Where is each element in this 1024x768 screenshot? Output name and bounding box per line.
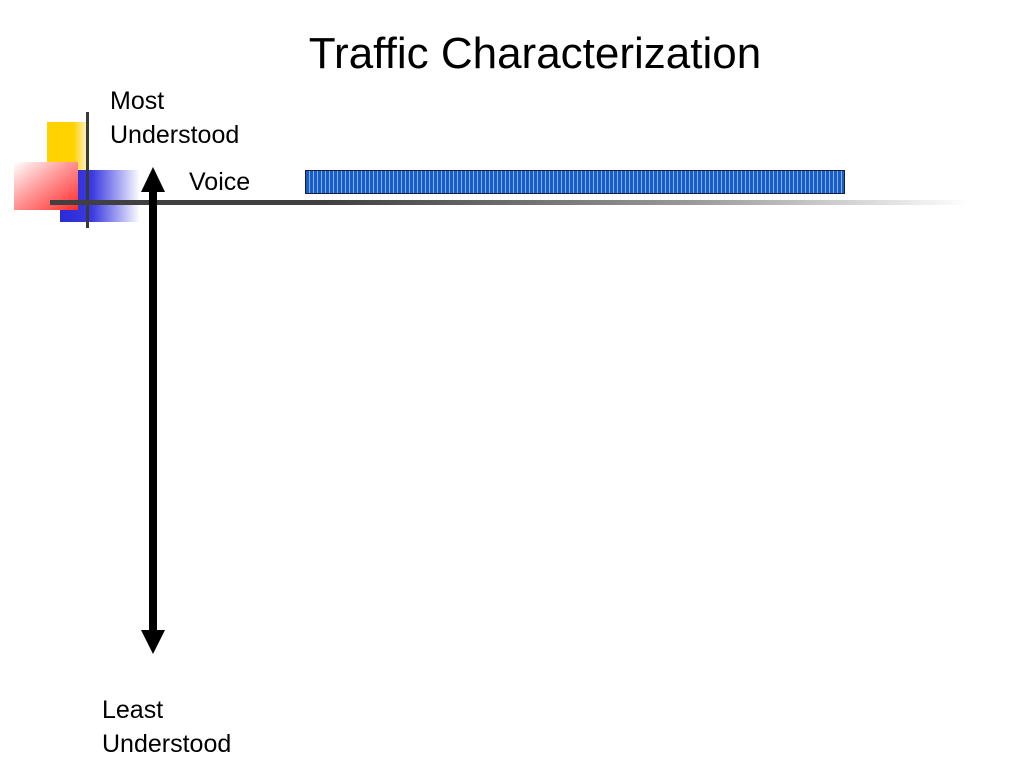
least-understood-label: Least Understood [102,693,231,761]
arrow-shaft [149,190,157,632]
arrow-head-bottom [141,630,165,654]
title-divider-line [50,200,970,205]
most-understood-line2: Understood [110,121,240,149]
voice-label: Voice [189,168,251,196]
decor-vertical-line [86,112,89,228]
arrow-head-top [141,167,165,192]
most-understood-label: Most Understood [110,84,239,152]
least-understood-line2: Understood [102,730,232,758]
voice-bar [305,170,845,194]
most-understood-line1: Most [110,87,165,115]
understanding-scale-arrow [141,167,165,654]
slide-title: Traffic Characterization [308,29,762,78]
least-understood-line1: Least [102,696,164,724]
